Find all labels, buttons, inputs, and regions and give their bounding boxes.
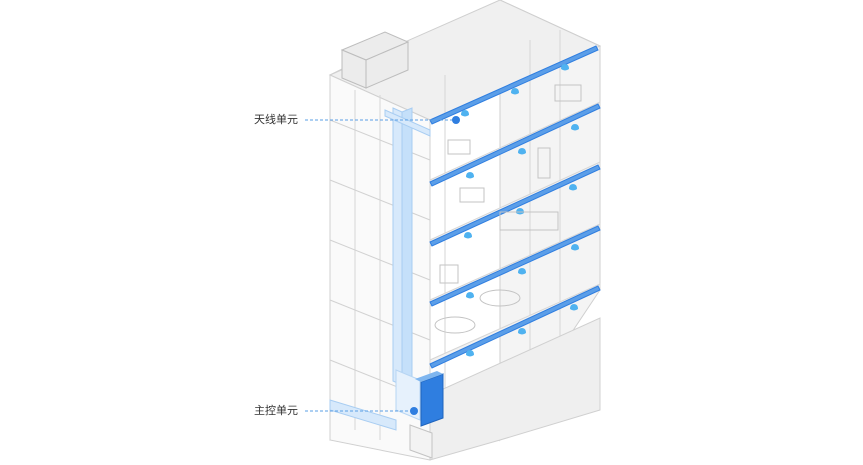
antenna-node-icon <box>570 304 578 311</box>
antenna-node-icon <box>561 64 569 71</box>
meeting-table-icon <box>499 211 559 231</box>
antenna-node-icon <box>571 244 579 251</box>
antenna-node-icon <box>466 350 474 357</box>
control-cabinet-icon <box>420 373 444 427</box>
desk-icon <box>459 187 485 203</box>
antenna-node-icon <box>466 292 474 299</box>
antenna-node-icon <box>569 184 577 191</box>
main-control-marker <box>410 407 418 415</box>
antenna-cable-runs <box>429 45 601 369</box>
antenna-nodes <box>461 64 579 357</box>
antenna-unit-label: 天线单元 <box>254 113 298 126</box>
antenna-node-icon <box>516 208 524 215</box>
chair-icon <box>439 264 459 284</box>
round-table-icon <box>434 316 476 334</box>
ground-cable-tray <box>329 399 397 431</box>
antenna-node-icon <box>461 110 469 117</box>
desk-icon <box>447 139 471 155</box>
door-icon <box>537 147 551 179</box>
antenna-unit-marker <box>452 116 460 124</box>
rooftop-unit <box>340 31 410 89</box>
round-table-icon <box>479 289 521 307</box>
main-control-unit-label: 主控单元 <box>254 404 298 417</box>
antenna-node-icon <box>518 268 526 275</box>
antenna-node-icon <box>518 148 526 155</box>
antenna-node-icon <box>571 124 579 131</box>
desk-icon <box>554 84 582 102</box>
antenna-node-icon <box>518 328 526 335</box>
vertical-riser <box>384 107 431 386</box>
antenna-node-icon <box>464 232 472 239</box>
antenna-node-icon <box>511 88 519 95</box>
antenna-node-icon <box>466 172 474 179</box>
